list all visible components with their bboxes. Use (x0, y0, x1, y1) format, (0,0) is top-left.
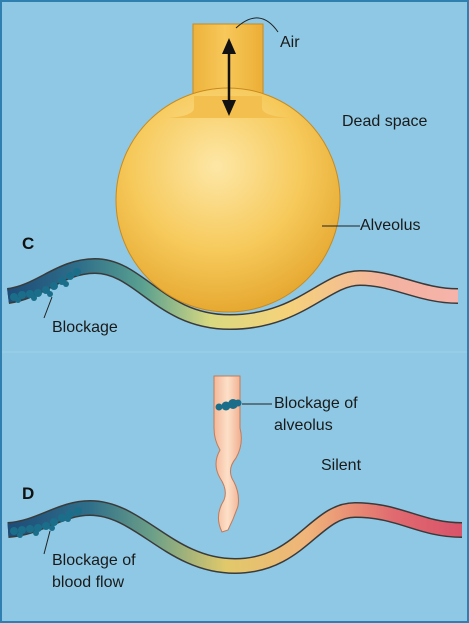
blockage-blood-label-line2: blood flow (52, 574, 125, 591)
blockage-d-leader-line (43, 530, 51, 555)
alveolus-blockage-dots (215, 399, 242, 411)
panel-d-letter: D (22, 484, 35, 503)
blockage-alveolus-label-line1: Blockage of (274, 395, 358, 412)
silent-label: Silent (321, 457, 362, 474)
blockage-d-dots (10, 507, 82, 538)
blockage-blood-label-line1: Blockage of (52, 552, 136, 569)
panel-c-letter: C (22, 234, 35, 253)
air-leader-line (235, 17, 279, 33)
collapsed-alveolus-tube (213, 375, 242, 533)
blockage-alveolus-label-line2: alveolus (274, 417, 333, 434)
blockage-c-leader-line (43, 296, 53, 319)
air-label: Air (280, 34, 300, 51)
blockage-c-dots (10, 268, 81, 303)
capillary-c-fill (6, 259, 459, 329)
alveolus-sphere (115, 87, 341, 313)
dead-space-label: Dead space (342, 113, 428, 130)
alveolus-label: Alveolus (360, 217, 421, 234)
blockage-c-label: Blockage (52, 319, 118, 336)
air-arrow-icon (222, 38, 236, 116)
